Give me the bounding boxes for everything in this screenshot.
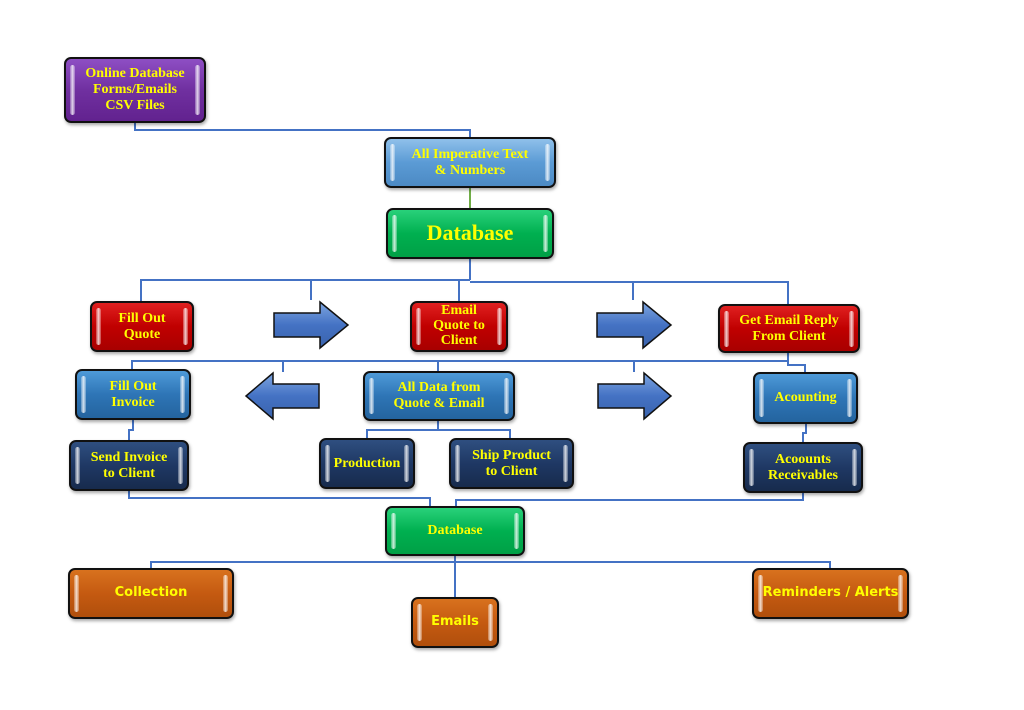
- connector-receivables-database: [455, 492, 804, 506]
- connector-database-reply: [633, 281, 789, 305]
- connector-sources-imperative: [134, 122, 471, 138]
- connector-row2-accounting: [787, 361, 806, 373]
- node-label-line: All Imperative Text: [411, 146, 529, 162]
- node-label-line: Quote & Email: [393, 396, 485, 411]
- node-label-line: to Client: [103, 465, 155, 481]
- node-label-line: Ship Product: [472, 447, 551, 463]
- node-database-main[interactable]: Database: [386, 208, 554, 259]
- connector-database-reminders: [455, 561, 831, 569]
- node-label-line: Fill Out: [109, 378, 157, 394]
- node-label: Database: [427, 523, 483, 539]
- node-label: Reminders / Alerts: [762, 585, 899, 601]
- node-reminders-alerts[interactable]: Reminders / Alerts: [752, 568, 909, 619]
- connector-row2-bus: [131, 360, 788, 370]
- connector-alldata-children: [366, 429, 511, 438]
- node-label: Database: [426, 220, 514, 246]
- node-accounting[interactable]: Acounting: [753, 372, 858, 424]
- node-label-line: to Client: [485, 463, 538, 479]
- connector-database-left: [140, 279, 470, 302]
- node-label-line: Get Email Reply: [739, 312, 839, 328]
- node-label: Acounting: [774, 390, 837, 406]
- node-label-line: Client: [440, 332, 478, 348]
- node-production[interactable]: Production: [319, 438, 415, 489]
- node-label-line: Online Database: [85, 66, 185, 82]
- node-collection[interactable]: Collection: [68, 568, 234, 619]
- connector-invoice-send: [128, 420, 134, 440]
- connector-database-right: [470, 281, 634, 300]
- node-label-line: From Client: [752, 328, 826, 344]
- node-label-line: Quote to: [433, 318, 485, 334]
- node-label-line: Quote: [123, 326, 161, 342]
- node-label: Emails: [431, 614, 479, 630]
- node-label: Production: [333, 455, 401, 471]
- arrow-right-icon: [273, 300, 350, 350]
- node-label-line: CSV Files: [105, 97, 165, 113]
- node-label-line: Receivables: [768, 467, 838, 483]
- node-label-line: Acoounts: [774, 451, 831, 467]
- connector-send-database: [128, 491, 431, 506]
- arrow-right-icon: [596, 300, 673, 350]
- node-label-line: Send Invoice: [90, 449, 168, 465]
- node-emails[interactable]: Emails: [411, 597, 499, 648]
- node-database-bottom[interactable]: Database: [385, 506, 525, 556]
- connector-database-collection: [150, 561, 455, 569]
- arrow-right-icon: [597, 371, 673, 421]
- connector-accounting-receivables: [802, 424, 807, 443]
- node-label-line: Fill Out: [118, 310, 166, 326]
- node-label: Collection: [114, 585, 188, 601]
- node-label-line: Forms/Emails: [93, 82, 177, 98]
- node-label-line: Email: [441, 303, 477, 319]
- node-label-line: & Numbers: [434, 162, 506, 178]
- node-label-line: Invoice: [111, 394, 155, 410]
- node-label-line: All Data from: [397, 380, 481, 396]
- arrow-left-icon: [244, 371, 320, 421]
- node-imperative-text-numbers[interactable]: All Imperative Text& Numbers: [384, 137, 556, 188]
